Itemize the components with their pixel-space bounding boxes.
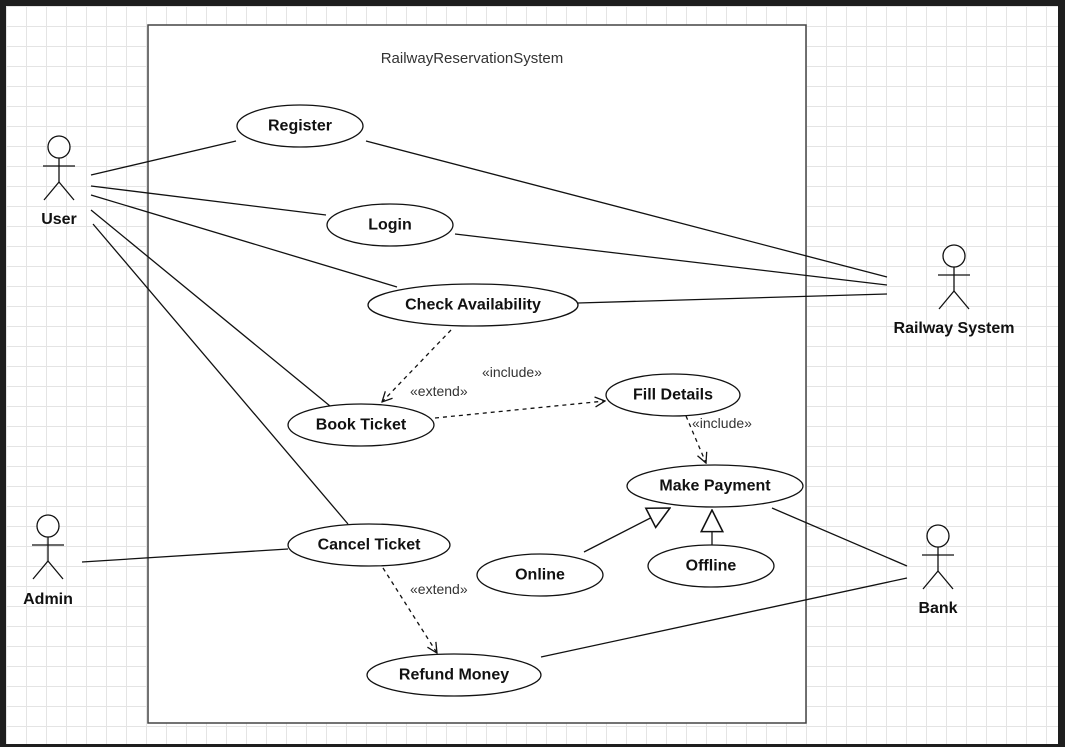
assoc-refund-bank (540, 577, 908, 658)
actor-railway-system-label: Railway System (894, 320, 1015, 337)
dep-extend-refund (382, 567, 437, 653)
use-case-offline-label: Offline (686, 558, 737, 575)
use-case-online-label: Online (515, 567, 565, 584)
actor-bank-label: Bank (918, 600, 957, 617)
assoc-admin-cancel-ticket (81, 548, 289, 563)
use-case-fill-details-label: Fill Details (633, 387, 713, 404)
actor-user-icon (47, 135, 71, 159)
use-case-fill-details[interactable]: Fill Details (605, 373, 741, 417)
assoc-user-book-ticket (90, 209, 331, 407)
actor-admin[interactable] (32, 514, 64, 580)
actor-admin-label: Admin (23, 591, 73, 608)
use-case-make-payment-label: Make Payment (659, 478, 771, 495)
use-case-refund-money-label: Refund Money (399, 667, 509, 684)
use-case-cancel-ticket-label: Cancel Ticket (318, 537, 422, 554)
assoc-register-railway (365, 140, 888, 278)
actor-user-label: User (41, 211, 77, 228)
use-case-register-label: Register (268, 118, 332, 135)
use-case-refund-money[interactable]: Refund Money (366, 653, 542, 697)
gen-online-payment (583, 508, 670, 553)
assoc-user-login (90, 185, 327, 216)
actor-railway-system[interactable] (938, 244, 970, 310)
actor-admin-icon (36, 514, 60, 538)
stereotype-include-fill: «include» (482, 364, 542, 380)
use-case-cancel-ticket[interactable]: Cancel Ticket (287, 523, 451, 567)
stereotype-include-payment: «include» (692, 415, 752, 431)
dep-include-payment (685, 415, 706, 463)
actor-railway-system-icon (942, 244, 966, 268)
use-case-register[interactable]: Register (236, 104, 364, 148)
assoc-user-cancel-ticket (92, 223, 349, 525)
assoc-login-railway (454, 233, 888, 286)
assoc-user-check-availability (90, 194, 398, 288)
use-case-check-availability[interactable]: Check Availability (367, 283, 579, 327)
diagram-canvas: RailwayReservationSystem «extend» «inclu… (6, 6, 1058, 744)
use-case-login[interactable]: Login (326, 203, 454, 247)
use-case-offline[interactable]: Offline (647, 544, 775, 588)
assoc-payment-bank (771, 507, 908, 567)
stereotype-extend-refund: «extend» (410, 581, 468, 597)
actor-bank-icon (926, 524, 950, 548)
system-title: RailwayReservationSystem (381, 50, 564, 67)
use-case-make-payment[interactable]: Make Payment (626, 464, 804, 508)
stereotype-extend-book: «extend» (410, 383, 468, 399)
use-case-book-ticket-label: Book Ticket (316, 417, 407, 434)
assoc-user-register (90, 140, 237, 176)
actor-bank[interactable] (922, 524, 954, 590)
actor-user[interactable] (43, 135, 75, 201)
use-case-book-ticket[interactable]: Book Ticket (287, 403, 435, 447)
use-case-online[interactable]: Online (476, 553, 604, 597)
use-case-check-availability-label: Check Availability (405, 297, 541, 314)
dep-extend-book (382, 329, 452, 402)
assoc-check-railway (577, 293, 888, 304)
use-case-login-label: Login (368, 217, 412, 234)
